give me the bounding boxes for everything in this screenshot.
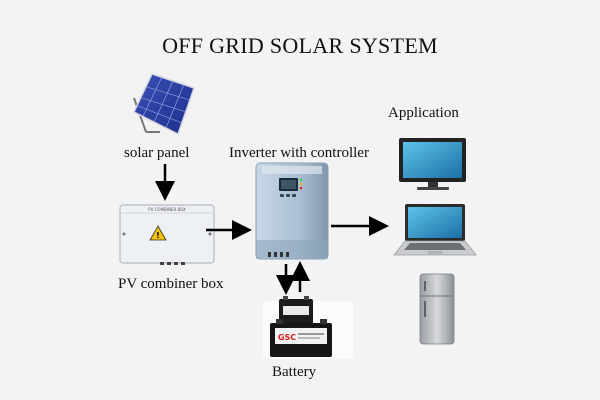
svg-text:!: ! xyxy=(156,231,160,240)
combiner-header-text: PV COMBINER BOX xyxy=(148,207,186,212)
combiner-box-label: PV combiner box xyxy=(118,276,224,292)
solar-panel-label: solar panel xyxy=(124,145,190,161)
inverter-icon xyxy=(255,162,329,260)
combiner-box-icon: PV COMBINER BOX ! xyxy=(119,204,215,265)
battery-brand-text: GSC xyxy=(278,333,296,342)
monitor-icon xyxy=(399,138,466,190)
solar-panel-icon xyxy=(133,73,195,136)
battery-icon: GSC xyxy=(263,296,353,359)
battery-label: Battery xyxy=(272,364,317,380)
laptop-icon xyxy=(393,204,477,256)
inverter-label: Inverter with controller xyxy=(229,145,369,161)
application-label: Application xyxy=(388,105,459,121)
refrigerator-icon xyxy=(419,273,455,345)
diagram-title: OFF GRID SOLAR SYSTEM xyxy=(162,33,438,58)
